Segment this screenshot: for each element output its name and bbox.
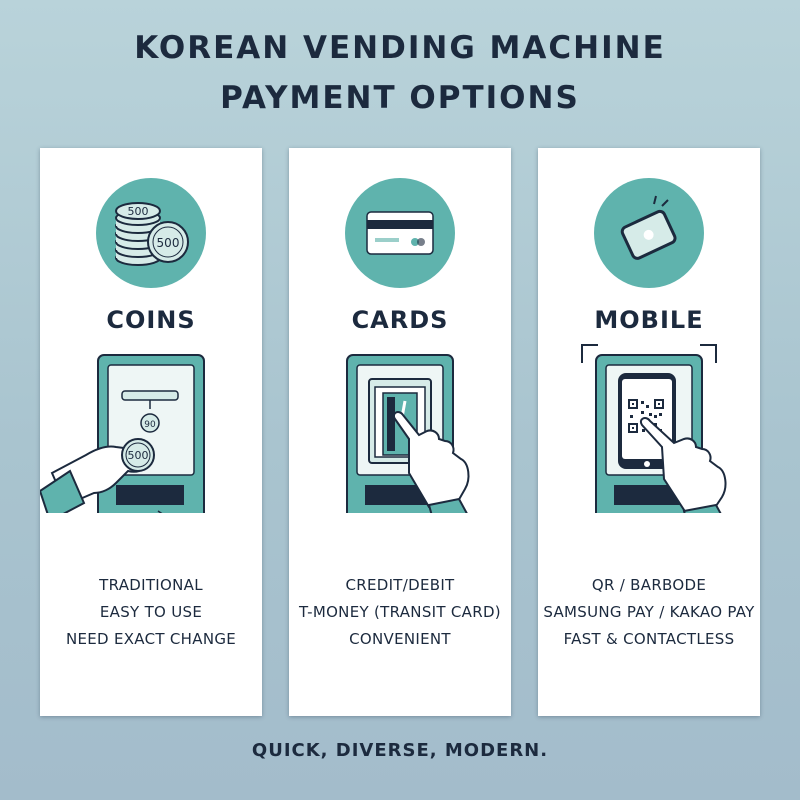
panel-cards: CARDS CREDIT/DEBIT T-MONEY (TRANSIT CARD… (289, 148, 511, 716)
feature-coins-1: TRADITIONAL (99, 576, 203, 594)
footer-tagline: QUICK, DIVERSE, MODERN. (251, 740, 549, 761)
hand-coin-label: 500 (128, 449, 149, 462)
panel-title-cards: CARDS (351, 306, 449, 334)
feature-cards-2: T-MONEY (TRANSIT CARD) (299, 603, 501, 621)
slot-coin-label: 90 (144, 420, 156, 430)
feature-cards-3: CONVENIENT (349, 630, 451, 648)
coin-stack-icon: 500 500 (96, 178, 206, 288)
coin-stack-label: 500 (128, 205, 149, 218)
panel-title-coins: COINS (106, 306, 196, 334)
title-line-1: KOREAN VENDING MACHINE (134, 30, 666, 66)
coin-single-label: 500 (157, 236, 180, 250)
qr-scan-illustration (581, 344, 727, 513)
panel-title-mobile: MOBILE (594, 306, 704, 334)
feature-coins-2: EASY TO USE (99, 603, 203, 621)
panel-coins: 500 500 COINS 90 500 TRADITIONAL EASY TO… (40, 148, 262, 716)
title-line-2: PAYMENT OPTIONS (220, 80, 580, 116)
feature-mobile-1: QR / BARBODE (591, 576, 707, 594)
card-tap-illustration (346, 354, 470, 513)
credit-card-icon (345, 178, 455, 288)
feature-mobile-3: FAST & CONTACTLESS (563, 630, 735, 648)
panel-mobile: MOBILE QR / BARBODE SAMSUNG PAY / KAKAO … (538, 148, 760, 716)
feature-mobile-2: SAMSUNG PAY / KAKAO PAY (543, 603, 755, 621)
feature-cards-1: CREDIT/DEBIT (345, 576, 455, 594)
smartphone-icon (594, 178, 704, 288)
feature-coins-3: NEED EXACT CHANGE (65, 630, 237, 648)
coin-insert-illustration: 90 500 (40, 354, 205, 513)
